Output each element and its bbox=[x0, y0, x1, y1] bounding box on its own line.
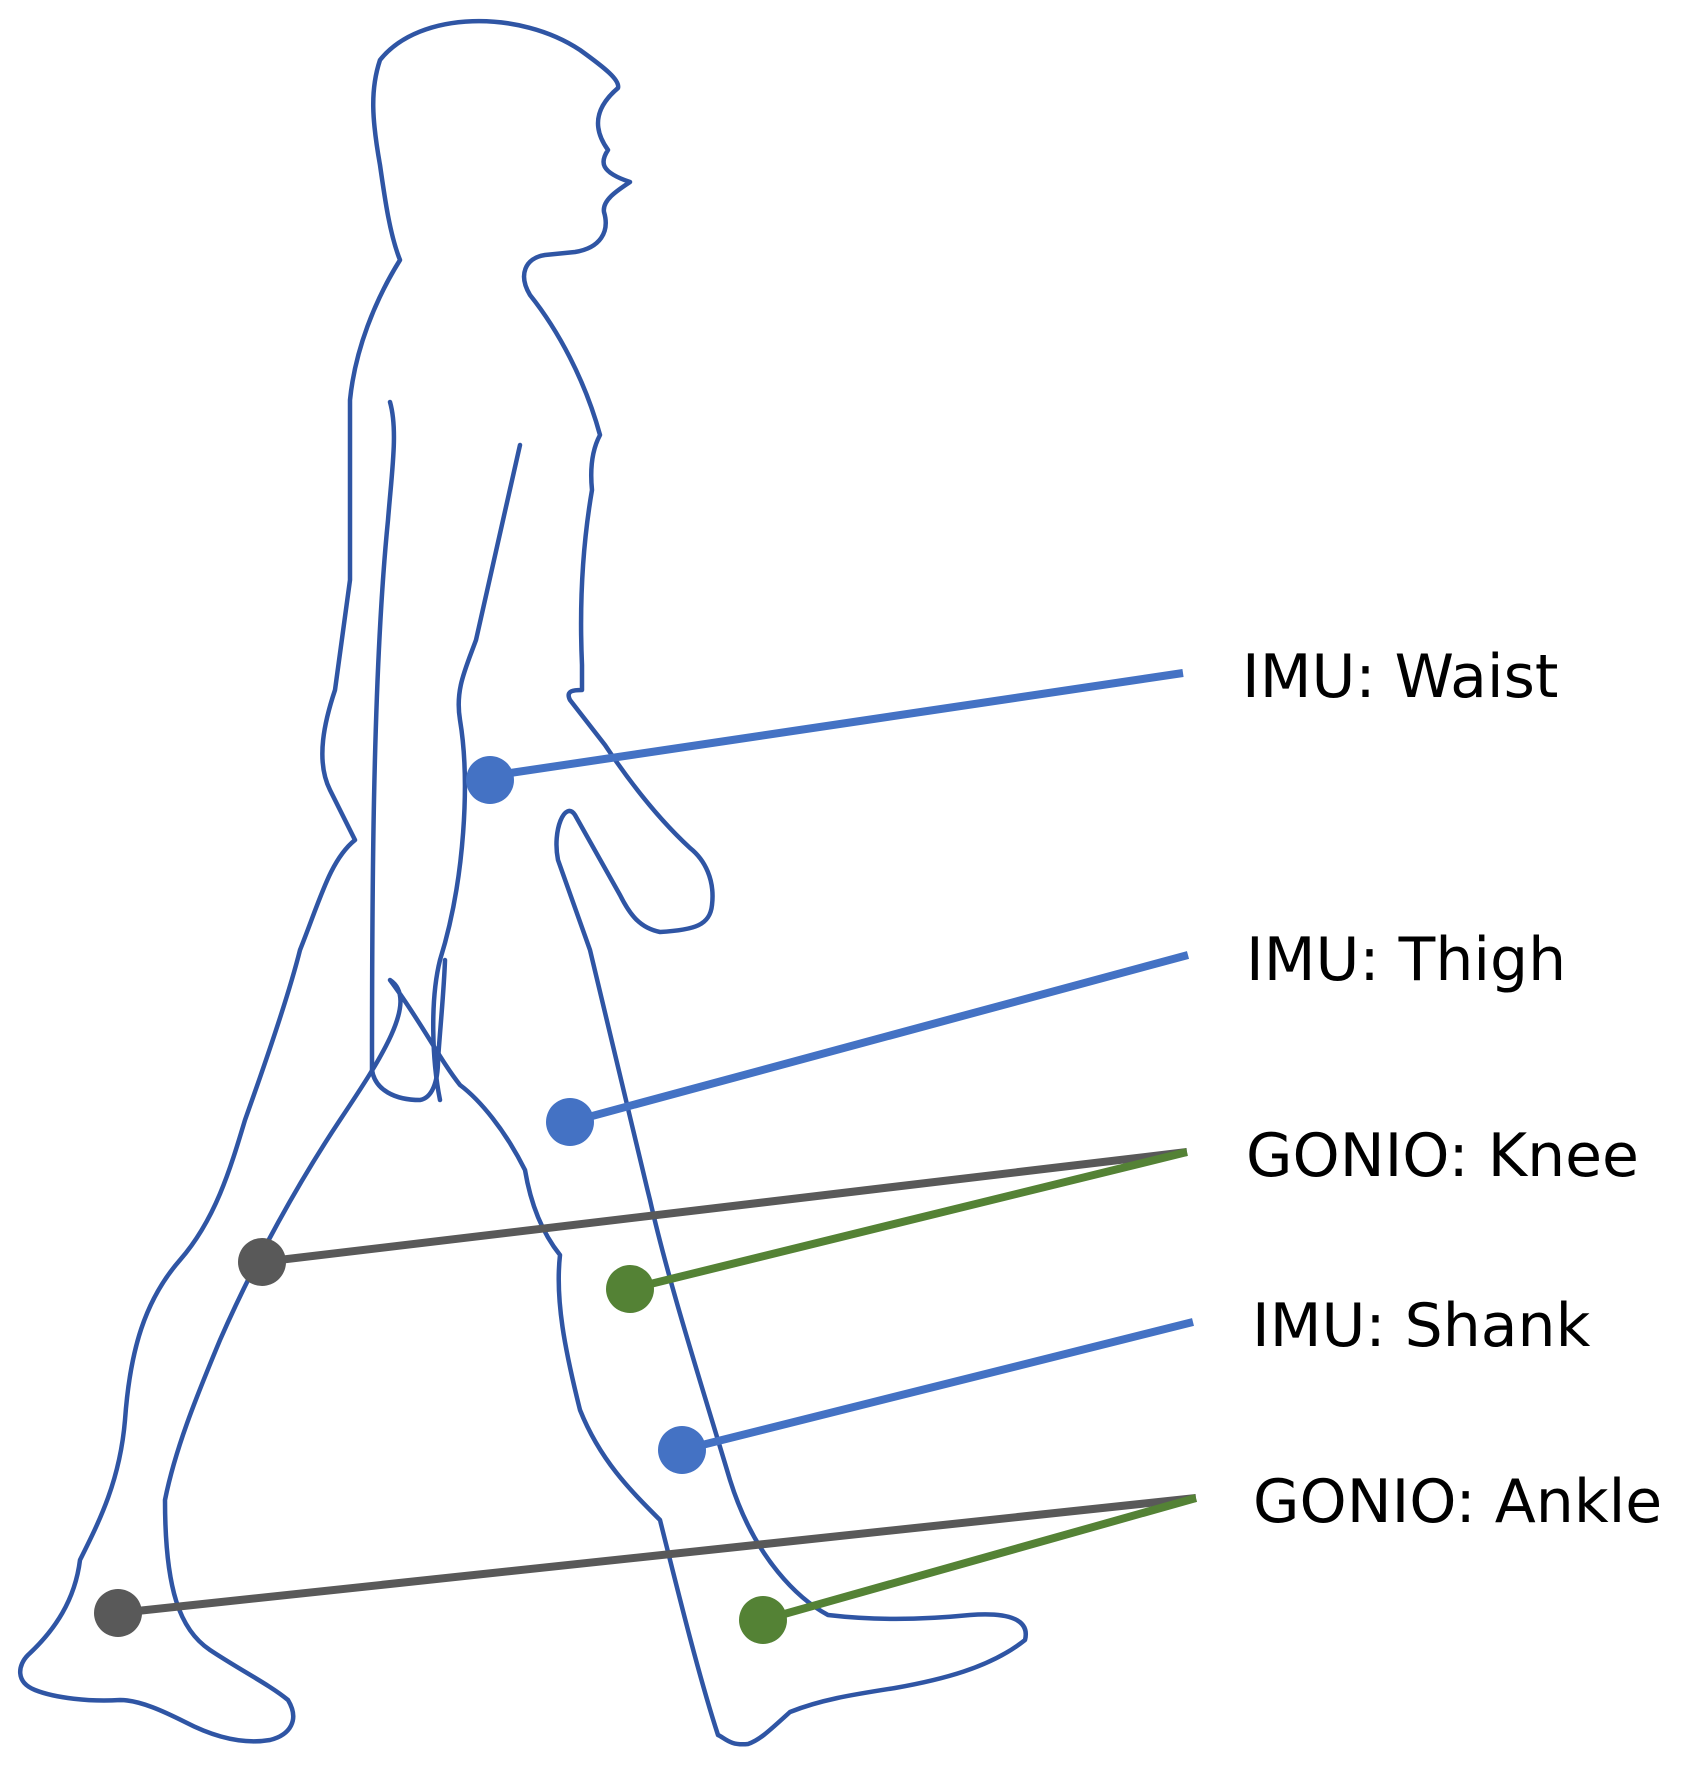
sensor-markers bbox=[94, 756, 787, 1644]
knee-gonio-distal-marker bbox=[606, 1265, 654, 1313]
shank-label: IMU: Shank bbox=[1252, 1291, 1591, 1361]
sensor-labels: IMU: Waist IMU: Thigh GONIO: Knee IMU: S… bbox=[1242, 642, 1662, 1537]
ankle-gonio-distal-line bbox=[761, 1494, 1198, 1624]
arm-front-contour bbox=[369, 399, 448, 1103]
waist-leader-line bbox=[489, 669, 1184, 780]
figure-silhouette bbox=[18, 19, 1028, 1747]
arm-back-contour bbox=[431, 442, 523, 1103]
thigh-leader-line bbox=[568, 951, 1190, 1126]
knee-gonio-proximal-marker bbox=[238, 1238, 286, 1286]
waist-imu-marker bbox=[466, 756, 514, 804]
shank-imu-marker bbox=[658, 1426, 706, 1474]
ankle-label: GONIO: Ankle bbox=[1253, 1467, 1662, 1537]
ankle-gonio-proximal-marker bbox=[94, 1589, 142, 1637]
waist-label: IMU: Waist bbox=[1242, 642, 1558, 712]
ankle-gonio-proximal-line bbox=[117, 1494, 1197, 1617]
knee-label: GONIO: Knee bbox=[1246, 1121, 1639, 1191]
thigh-imu-marker bbox=[546, 1098, 594, 1146]
knee-gonio-proximal-line bbox=[261, 1148, 1188, 1266]
shank-leader-line bbox=[681, 1318, 1194, 1454]
leader-lines bbox=[117, 669, 1198, 1624]
thigh-label: IMU: Thigh bbox=[1246, 925, 1566, 995]
walking-figure-outline bbox=[18, 19, 1028, 1747]
ankle-gonio-distal-marker bbox=[739, 1596, 787, 1644]
knee-gonio-distal-line bbox=[629, 1148, 1188, 1293]
